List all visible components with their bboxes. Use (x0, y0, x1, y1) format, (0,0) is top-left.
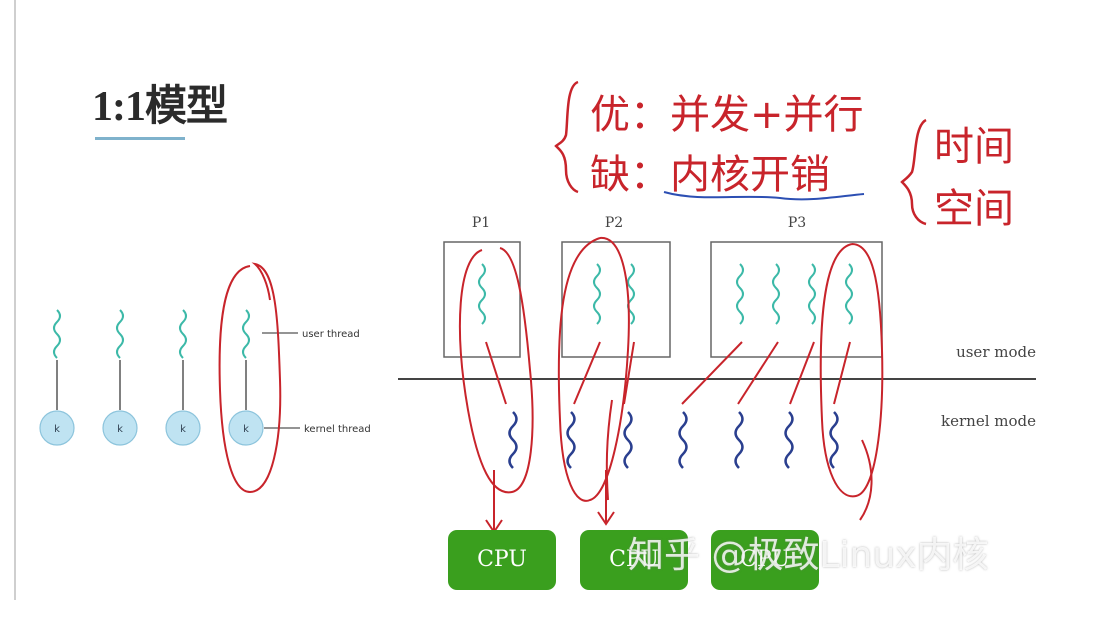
red-mapping-lines (485, 341, 851, 405)
cpu-label: CPU (609, 547, 659, 572)
cpu-2: CPU (580, 530, 688, 590)
mapping-line (833, 341, 851, 405)
process-label-p2: P2 (605, 215, 623, 231)
red-oval-p2 (557, 236, 630, 502)
process-box-p2 (561, 241, 671, 358)
blue-underline (663, 191, 865, 201)
left-border (14, 0, 16, 600)
left-brace (554, 80, 579, 194)
user-thread-wave (116, 309, 124, 359)
title-underline (95, 137, 185, 140)
thread-pair-3: k (165, 309, 201, 446)
handwritten-notes: 优：并发+并行 缺：内核开销 时间 空间 (554, 80, 1014, 232)
user-thread (736, 263, 744, 325)
mapping-line (573, 341, 601, 405)
kernel-thread (829, 411, 839, 469)
kernel-thread-circle (228, 410, 264, 446)
red-curve (859, 439, 873, 521)
kernel-thread (678, 411, 688, 469)
process-label-p1: P1 (472, 215, 490, 231)
left-thread-diagram: k k k k user thread (39, 262, 371, 494)
kernel-label: k (180, 424, 186, 435)
user-thread-label: user thread (302, 329, 360, 340)
kernel-thread-circle (165, 410, 201, 446)
user-mode-label: user mode (956, 343, 1036, 361)
kernel-thread (566, 411, 576, 469)
kernel-label: k (243, 424, 249, 435)
right-thread-diagram: P1 P2 P3 user mode kernel mode (398, 215, 1036, 590)
mapping-line (681, 341, 743, 405)
kernel-thread-circle (39, 410, 75, 446)
process-label-p3: P3 (788, 215, 806, 231)
kernel-thread-label: kernel thread (304, 424, 371, 435)
cpu-1: CPU (448, 530, 556, 590)
kernel-thread (784, 411, 794, 469)
cpu-3: CPU (711, 530, 819, 590)
thread-pair-2: k (102, 309, 138, 446)
user-thread (627, 263, 635, 325)
kernel-thread (623, 411, 633, 469)
cpu-box (711, 530, 819, 590)
thread-pair-4: k (228, 309, 264, 446)
red-circle-annotation (218, 262, 282, 494)
process-box-p1 (443, 241, 521, 358)
user-thread-wave (179, 309, 187, 359)
mapping-line (737, 341, 779, 405)
kernel-thread (508, 411, 518, 469)
cpu-box (448, 530, 556, 590)
red-stroke (605, 399, 613, 501)
user-thread (593, 263, 601, 325)
user-thread (845, 263, 853, 325)
slide-title: 1:1模型 (92, 84, 228, 130)
user-thread (808, 263, 816, 325)
space-note: 空间 (934, 186, 1014, 232)
mapping-line (485, 341, 507, 405)
kernel-thread (734, 411, 744, 469)
thread-pair-1: k (39, 309, 75, 446)
kernel-label: k (117, 424, 123, 435)
arrow-to-cpu-2 (597, 470, 615, 526)
kernel-threads (508, 411, 839, 469)
arrow-to-cpu-1 (485, 470, 503, 534)
process-box-p3 (710, 241, 883, 358)
kernel-thread-circle (102, 410, 138, 446)
red-ovals (458, 236, 884, 534)
watermark: 知乎 @极致Linux内核 (628, 535, 989, 576)
user-thread-wave (242, 309, 250, 359)
right-brace (900, 118, 927, 226)
red-oval-p1 (458, 247, 534, 494)
user-thread (478, 263, 486, 325)
time-note: 时间 (934, 124, 1014, 170)
user-thread (772, 263, 780, 325)
kernel-mode-label: kernel mode (941, 412, 1036, 430)
mapping-line (789, 341, 815, 405)
kernel-label: k (54, 424, 60, 435)
cpu-label: CPU (477, 547, 527, 572)
user-threads (478, 263, 853, 325)
cpu-box (580, 530, 688, 590)
cpu-label: CPU (740, 547, 790, 572)
red-oval-p3 (819, 243, 884, 498)
user-thread-wave (53, 309, 61, 359)
mapping-line (623, 341, 635, 405)
con-note: 缺：内核开销 (590, 152, 830, 198)
pro-note: 优：并发+并行 (590, 92, 864, 138)
